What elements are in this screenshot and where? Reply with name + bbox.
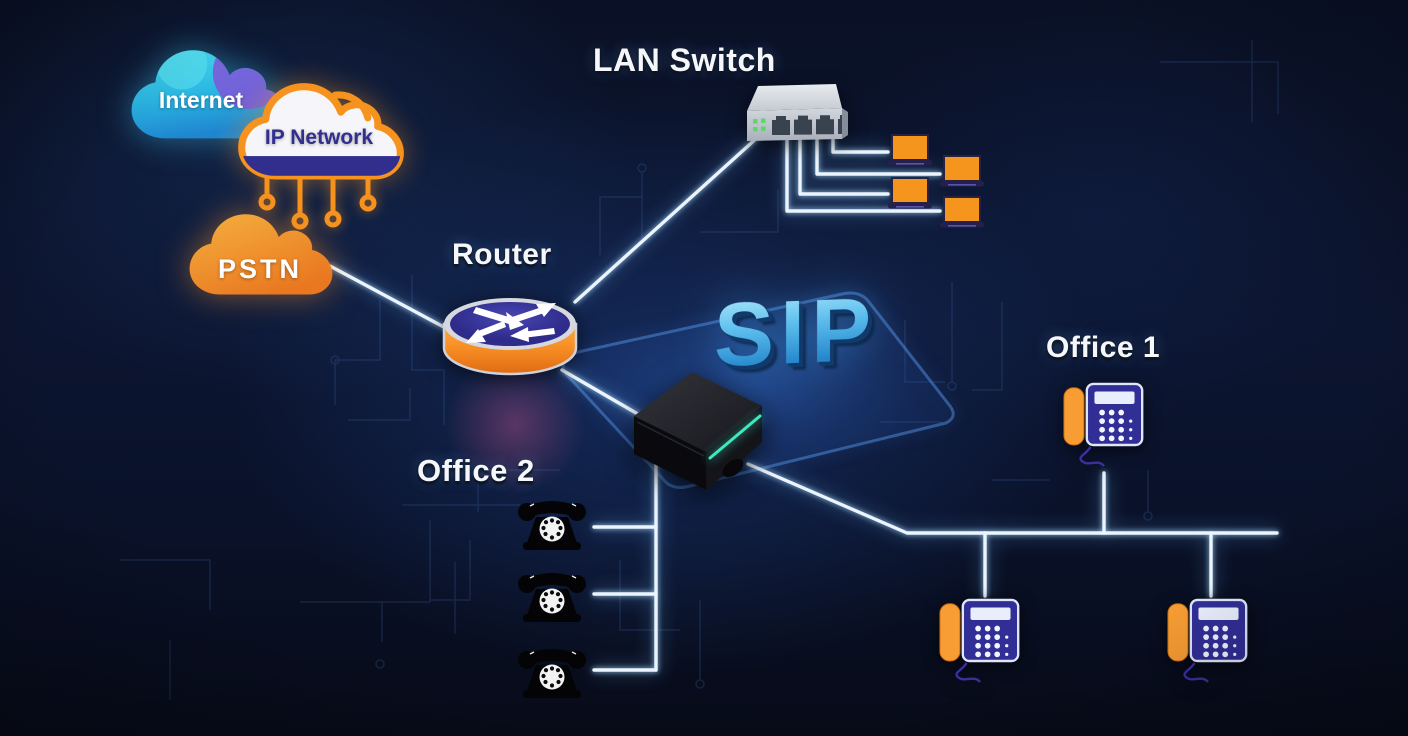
- router-label: Router: [452, 238, 552, 271]
- gateway-led-strip: [708, 414, 762, 460]
- internet-label: Internet: [158, 87, 244, 113]
- pstn-label: PSTN: [217, 254, 302, 284]
- ip-phone-icon: [1167, 598, 1248, 683]
- ip-network-label: IP Network: [264, 126, 374, 149]
- office2-label: Office 2: [417, 453, 535, 488]
- analog-phone-icon: [518, 501, 586, 550]
- router-icon: [442, 298, 578, 376]
- sip-gateway-icon: [634, 372, 762, 490]
- office1-label: Office 1: [1046, 331, 1161, 364]
- laptop-icon: [940, 155, 984, 187]
- link-switch-laptop1: [831, 138, 890, 154]
- ip-network-cloud-icon: [238, 83, 404, 180]
- link-pstn-router: [328, 264, 457, 335]
- link-switch-laptop3: [798, 138, 890, 196]
- laptop-icon: [888, 177, 932, 209]
- analog-phone-icon: [518, 649, 586, 698]
- gateway-speaker-grill: [722, 458, 744, 478]
- link-switch-laptop4: [785, 138, 942, 213]
- link-gateway-branch-bus: [746, 462, 1279, 535]
- link-switch-laptop2: [815, 138, 942, 176]
- laptop-icon: [888, 134, 932, 166]
- pstn-cloud-icon: [189, 214, 333, 295]
- lan-switch-icon: [747, 84, 848, 141]
- internet-cloud-icon: [131, 50, 289, 139]
- ip-phone-icon: [939, 598, 1020, 683]
- lan-switch-label: LAN Switch: [593, 42, 776, 78]
- switch-led-indicators: [753, 118, 766, 132]
- switch-ports: [772, 115, 842, 135]
- ip-phone-icon: [1063, 382, 1144, 467]
- link-router-lanswitch: [573, 135, 760, 304]
- laptop-icon: [940, 196, 984, 228]
- analog-phone-icon: [518, 573, 586, 622]
